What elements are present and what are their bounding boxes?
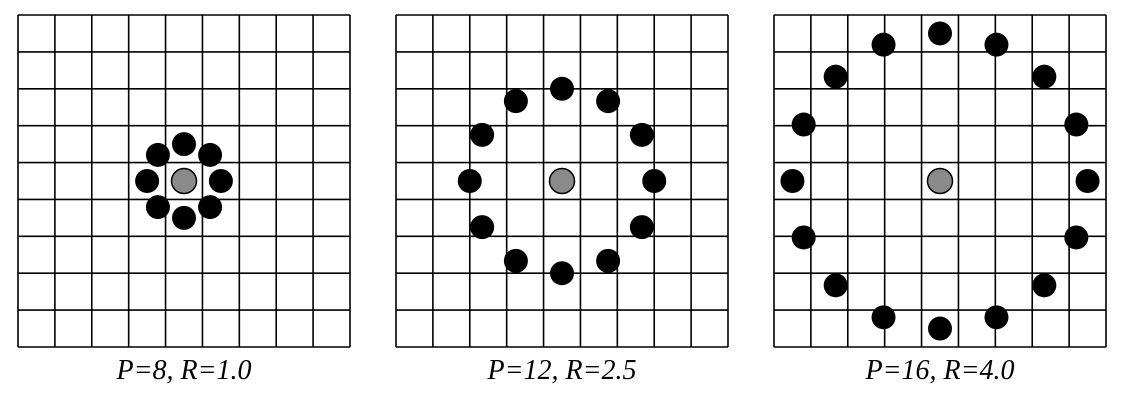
neighbor-point <box>780 169 805 193</box>
neighbor-point <box>642 169 667 193</box>
neighbor-point <box>1032 273 1057 298</box>
lbp-panel-p8-r1: P=8, R=1.0 <box>17 14 351 394</box>
neighbor-point <box>1032 64 1057 89</box>
neighbor-point <box>1064 225 1089 250</box>
lbp-panel-p12-r2-5: P=12, R=2.5 <box>395 14 729 394</box>
panel-caption: P=8, R=1.0 <box>116 355 252 386</box>
neighbor-point <box>503 248 528 273</box>
neighbor-point <box>208 169 233 193</box>
neighbor-point <box>172 132 196 157</box>
center-pixel <box>170 167 198 195</box>
neighbor-point <box>550 76 574 101</box>
lbp-grid-diagram <box>17 14 351 348</box>
panel-caption: P=16, R=4.0 <box>865 355 1015 386</box>
neighbor-point <box>629 122 654 147</box>
neighbor-point <box>984 305 1009 330</box>
neighbor-point <box>871 32 896 57</box>
neighbor-point <box>928 21 952 46</box>
neighbor-point <box>629 215 654 240</box>
neighbor-point <box>823 273 848 298</box>
neighbor-point <box>596 248 621 273</box>
neighbor-point <box>871 305 896 330</box>
neighbor-point <box>928 316 952 341</box>
neighbor-point <box>503 89 528 114</box>
lbp-grid-diagram <box>773 14 1107 348</box>
neighbor-point <box>457 169 482 193</box>
lbp-grid-diagram <box>395 14 729 348</box>
center-pixel <box>926 167 954 195</box>
neighbor-point <box>791 225 816 250</box>
neighbor-point <box>596 89 621 114</box>
neighbor-point <box>172 205 196 230</box>
neighbor-point <box>791 112 816 137</box>
neighbor-point <box>198 142 223 167</box>
lbp-panel-p16-r4: P=16, R=4.0 <box>773 14 1107 394</box>
neighbor-point <box>823 64 848 89</box>
neighbor-point <box>470 122 495 147</box>
panel-caption: P=12, R=2.5 <box>487 355 637 386</box>
neighbor-point <box>1064 112 1089 137</box>
neighbor-point <box>135 169 160 193</box>
neighbor-point <box>550 261 574 286</box>
neighbor-point <box>1075 169 1100 193</box>
center-pixel <box>548 167 576 195</box>
neighbor-point <box>198 195 223 220</box>
neighbor-point <box>470 215 495 240</box>
neighbor-point <box>984 32 1009 57</box>
neighbor-point <box>145 195 170 220</box>
neighbor-point <box>145 142 170 167</box>
